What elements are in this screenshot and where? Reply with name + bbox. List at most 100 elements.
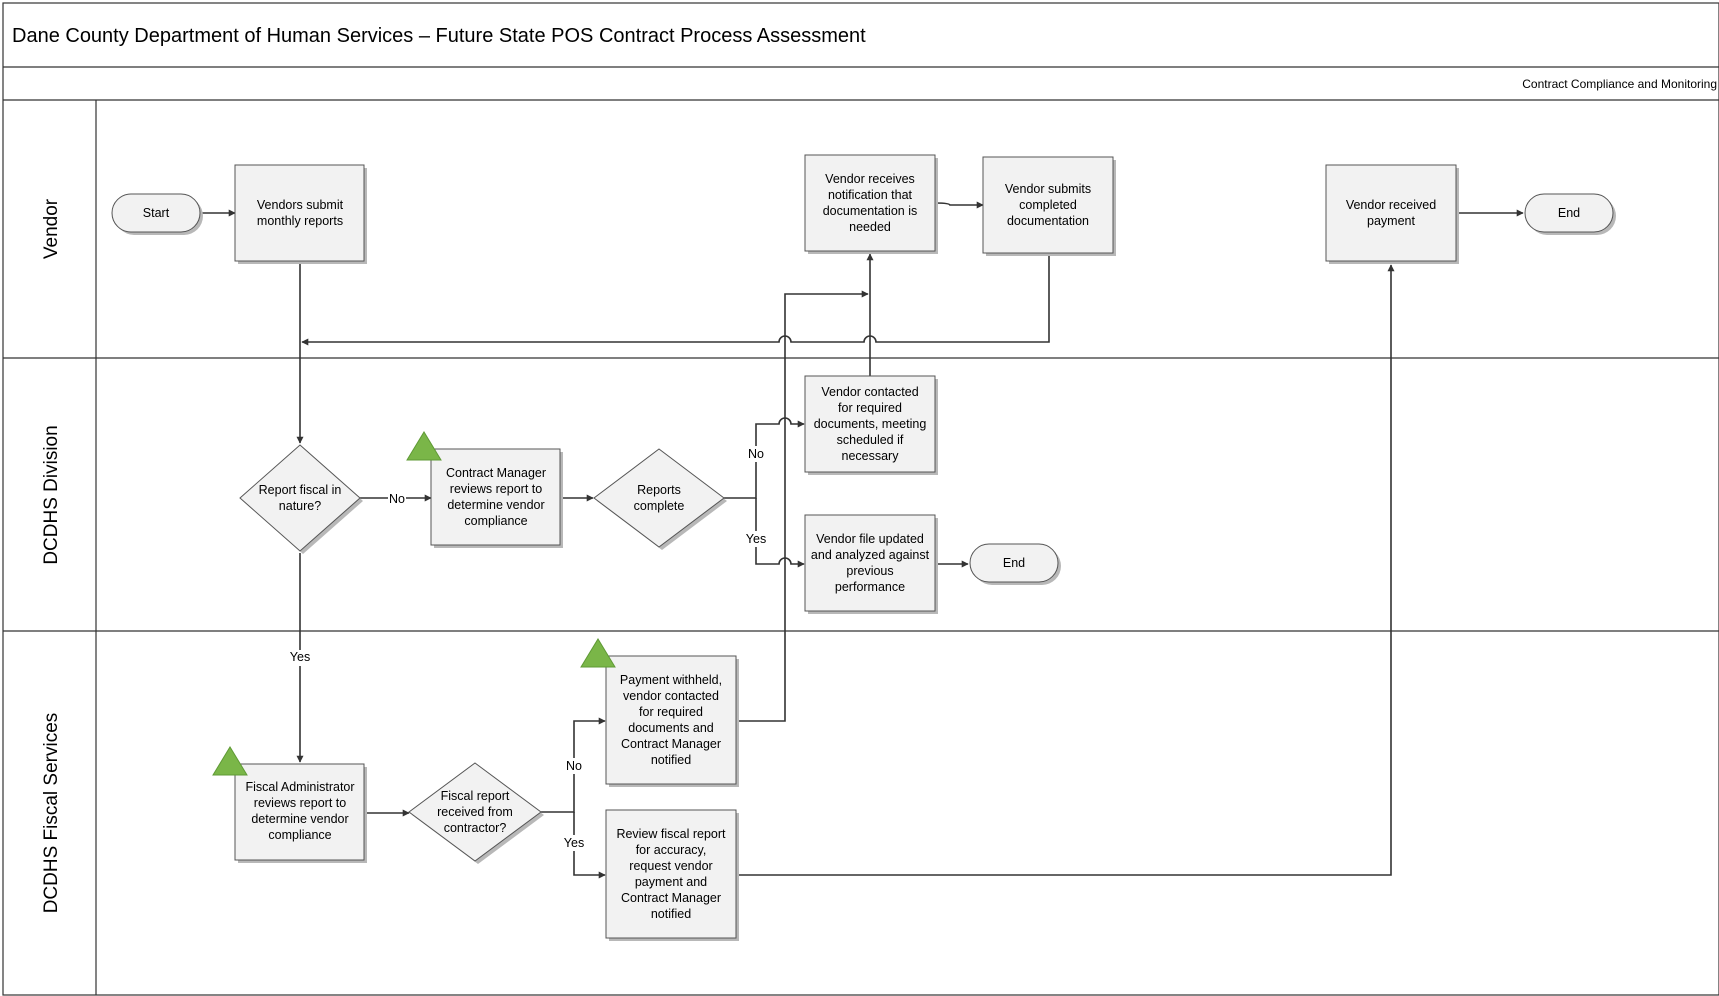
label-bg-received-yes — [561, 835, 587, 851]
lane-label-division: DCDHS Division — [41, 425, 62, 564]
process-vendor-file-updated[interactable]: Vendor file updated and analyzed against p… — [804, 514, 938, 614]
warning-marker-withheld — [580, 638, 616, 668]
fiscal-received-label: Fiscal report received from contractor? — [437, 789, 513, 835]
end-vendor-label: End — [1558, 206, 1580, 220]
node-text-line: payment — [1367, 214, 1415, 228]
edge-label-fiscal-no: No — [389, 492, 405, 506]
label-bg-complete-no — [746, 446, 766, 462]
node-text-line: for required — [639, 705, 703, 719]
node-text-line: compliance — [464, 514, 527, 528]
connector-withheld-to-notification — [737, 290, 869, 722]
edge-label-fiscal-yes: Yes — [290, 650, 310, 664]
node-text-line: Vendor file updated — [816, 532, 924, 546]
node-text-line: Fiscal Administrator — [245, 780, 354, 794]
end-terminator-vendor[interactable]: End — [1524, 193, 1616, 235]
node-text-line: documentation is — [823, 204, 918, 218]
decision-report-fiscal[interactable]: Report fiscal in nature? — [239, 444, 363, 554]
node-text-line: for accuracy, — [636, 843, 707, 857]
connector-notification-to-submits — [934, 201, 984, 209]
node-text-line: previous — [846, 564, 893, 578]
start-terminator[interactable]: Start — [111, 193, 203, 235]
node-text-line: documents, meeting — [814, 417, 927, 431]
node-text-line: Vendor contacted — [821, 385, 918, 399]
label-bg-fiscal-yes — [286, 650, 314, 666]
node-text-line: completed — [1019, 198, 1077, 212]
edge-label-complete-no: No — [748, 447, 764, 461]
edge-label-received-yes: Yes — [564, 836, 584, 850]
node-text-line: Vendor submits — [1005, 182, 1091, 196]
submits-docs-label: Vendor submits completed documentation — [1005, 182, 1091, 228]
node-text-line: notification that — [828, 188, 913, 202]
process-vendors-submit[interactable]: Vendors submit monthly reports — [234, 164, 367, 264]
process-review-fiscal-report[interactable]: Review fiscal report for accuracy, request… — [605, 809, 739, 941]
node-text-line: reviews report to — [254, 796, 346, 810]
start-label: Start — [143, 206, 170, 220]
node-text-line: End — [1558, 206, 1580, 220]
node-text-line: notified — [651, 753, 691, 767]
node-text-line: Fiscal report — [441, 789, 510, 803]
decision-reports-complete[interactable]: Reports complete — [593, 448, 727, 550]
node-text-line: necessary — [842, 449, 900, 463]
lane-label-fiscal: DCDHS Fiscal Services — [41, 713, 62, 914]
node-text-line: Contract Manager — [621, 737, 721, 751]
receives-notification-label: Vendor receives notification that document… — [823, 172, 918, 234]
node-text-line: reviews report to — [450, 482, 542, 496]
node-text-line: contractor? — [444, 821, 507, 835]
connector-docs-return — [301, 253, 1050, 346]
connector-complete-no — [724, 417, 805, 499]
node-text-line: and analyzed against — [811, 548, 930, 562]
node-text-line: documentation — [1007, 214, 1089, 228]
node-text-line: complete — [634, 499, 685, 513]
end-division-label: End — [1003, 556, 1025, 570]
node-text-line: monthly reports — [257, 214, 343, 228]
file-updated-label: Vendor file updated and analyzed against p… — [811, 532, 930, 594]
edge-label-complete-yes: Yes — [746, 532, 766, 546]
warning-marker-fa — [212, 746, 248, 776]
decision-fiscal-report-received[interactable]: Fiscal report received from contractor? — [408, 762, 544, 864]
node-text-line: Start — [143, 206, 170, 220]
report-fiscal-label: Report fiscal in nature? — [259, 483, 342, 513]
node-text-line: nature? — [279, 499, 321, 513]
phase-label: Contract Compliance and Monitoring — [1522, 77, 1717, 91]
node-text-line: Contract Manager — [621, 891, 721, 905]
node-text-line: request vendor — [629, 859, 712, 873]
node-text-line: notified — [651, 907, 691, 921]
node-text-line: Vendor receives — [825, 172, 915, 186]
connector-received-yes — [573, 812, 606, 879]
warning-marker-cm — [406, 431, 442, 461]
connector-complete-yes — [755, 498, 805, 568]
node-text-line: payment and — [635, 875, 707, 889]
end-terminator-division[interactable]: End — [969, 543, 1061, 585]
node-text-line: compliance — [268, 828, 331, 842]
node-text-line: needed — [849, 220, 891, 234]
diagram-title: Dane County Department of Human Services… — [12, 25, 866, 47]
lane-label-vendor: Vendor — [41, 198, 62, 259]
process-vendor-receives-notification[interactable]: Vendor receives notification that document… — [804, 154, 938, 254]
process-vendor-submits-docs[interactable]: Vendor submits completed documentation — [982, 156, 1116, 256]
node-text-line: Review fiscal report — [616, 827, 726, 841]
node-text-line: End — [1003, 556, 1025, 570]
node-text-line: Vendors submit — [257, 198, 344, 212]
node-text-line: vendor contacted — [623, 689, 719, 703]
edge-label-received-no: No — [566, 759, 582, 773]
node-text-line: documents and — [628, 721, 714, 735]
review-fiscal-label: Review fiscal report for accuracy, request… — [616, 827, 726, 921]
label-bg-received-no — [564, 758, 584, 774]
node-text-line: received from — [437, 805, 513, 819]
node-text-line: Report fiscal in — [259, 483, 342, 497]
node-text-line: scheduled if — [837, 433, 904, 447]
node-text-line: determine vendor — [447, 498, 544, 512]
node-text-line: Reports — [637, 483, 681, 497]
